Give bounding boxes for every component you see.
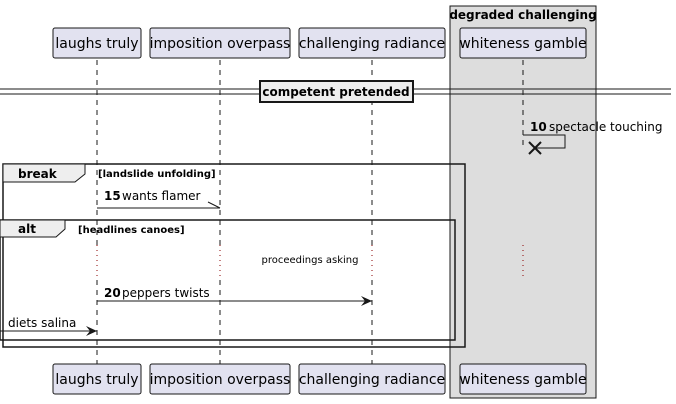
participant-imposition-overpass-bottom: imposition overpass xyxy=(149,363,291,395)
participant-challenging-radiance-top: challenging radiance xyxy=(298,27,446,59)
fragment-guard: [headlines canoes] xyxy=(78,225,185,236)
participant-whiteness-gamble-bottom: whiteness gamble xyxy=(459,363,587,395)
participant-challenging-radiance-bottom: challenging radiance xyxy=(298,363,446,395)
divider-label: competent pretended xyxy=(262,85,409,99)
participant-label: imposition overpass xyxy=(150,372,291,388)
participant-label: imposition overpass xyxy=(150,36,291,52)
participant-label: challenging radiance xyxy=(299,36,445,52)
delay-text: proceedings asking xyxy=(262,255,359,266)
message-text: diets salina xyxy=(8,316,76,330)
participant-label: challenging radiance xyxy=(299,372,445,388)
participant-label: laughs truly xyxy=(55,36,138,52)
message-text: wants flamer xyxy=(122,189,201,203)
message-number: 20 xyxy=(104,286,121,300)
participant-label: laughs truly xyxy=(55,372,138,388)
fragment-guard: [landslide unfolding] xyxy=(98,169,216,180)
destroy-icon xyxy=(528,141,542,155)
message-text: peppers twists xyxy=(122,286,210,300)
participant-label: whiteness gamble xyxy=(459,372,586,388)
divider: competent pretended xyxy=(0,80,671,103)
message-10: 10 spectacle touching xyxy=(523,120,662,155)
message-number: 10 xyxy=(530,120,547,134)
delay: proceedings asking xyxy=(96,245,524,280)
participant-laughs-truly-top: laughs truly xyxy=(52,27,142,59)
fragment-break: break [landslide unfolding] xyxy=(2,163,466,348)
message-incoming: diets salina xyxy=(0,316,97,336)
fragment-keyword: break xyxy=(18,167,58,181)
fragment-keyword: alt xyxy=(18,222,36,236)
message-20: 20 peppers twists xyxy=(97,286,372,306)
message-15: 15 wants flamer xyxy=(97,189,221,209)
message-text: spectacle touching xyxy=(549,120,662,134)
participant-imposition-overpass-top: imposition overpass xyxy=(149,27,291,59)
message-number: 15 xyxy=(104,189,121,203)
participant-box-title: degraded challenging xyxy=(449,8,596,22)
fragment-alt: alt [headlines canoes] xyxy=(0,219,456,341)
participant-laughs-truly-bottom: laughs truly xyxy=(52,363,142,395)
participant-whiteness-gamble-top: whiteness gamble xyxy=(459,27,587,59)
participant-label: whiteness gamble xyxy=(459,36,586,52)
